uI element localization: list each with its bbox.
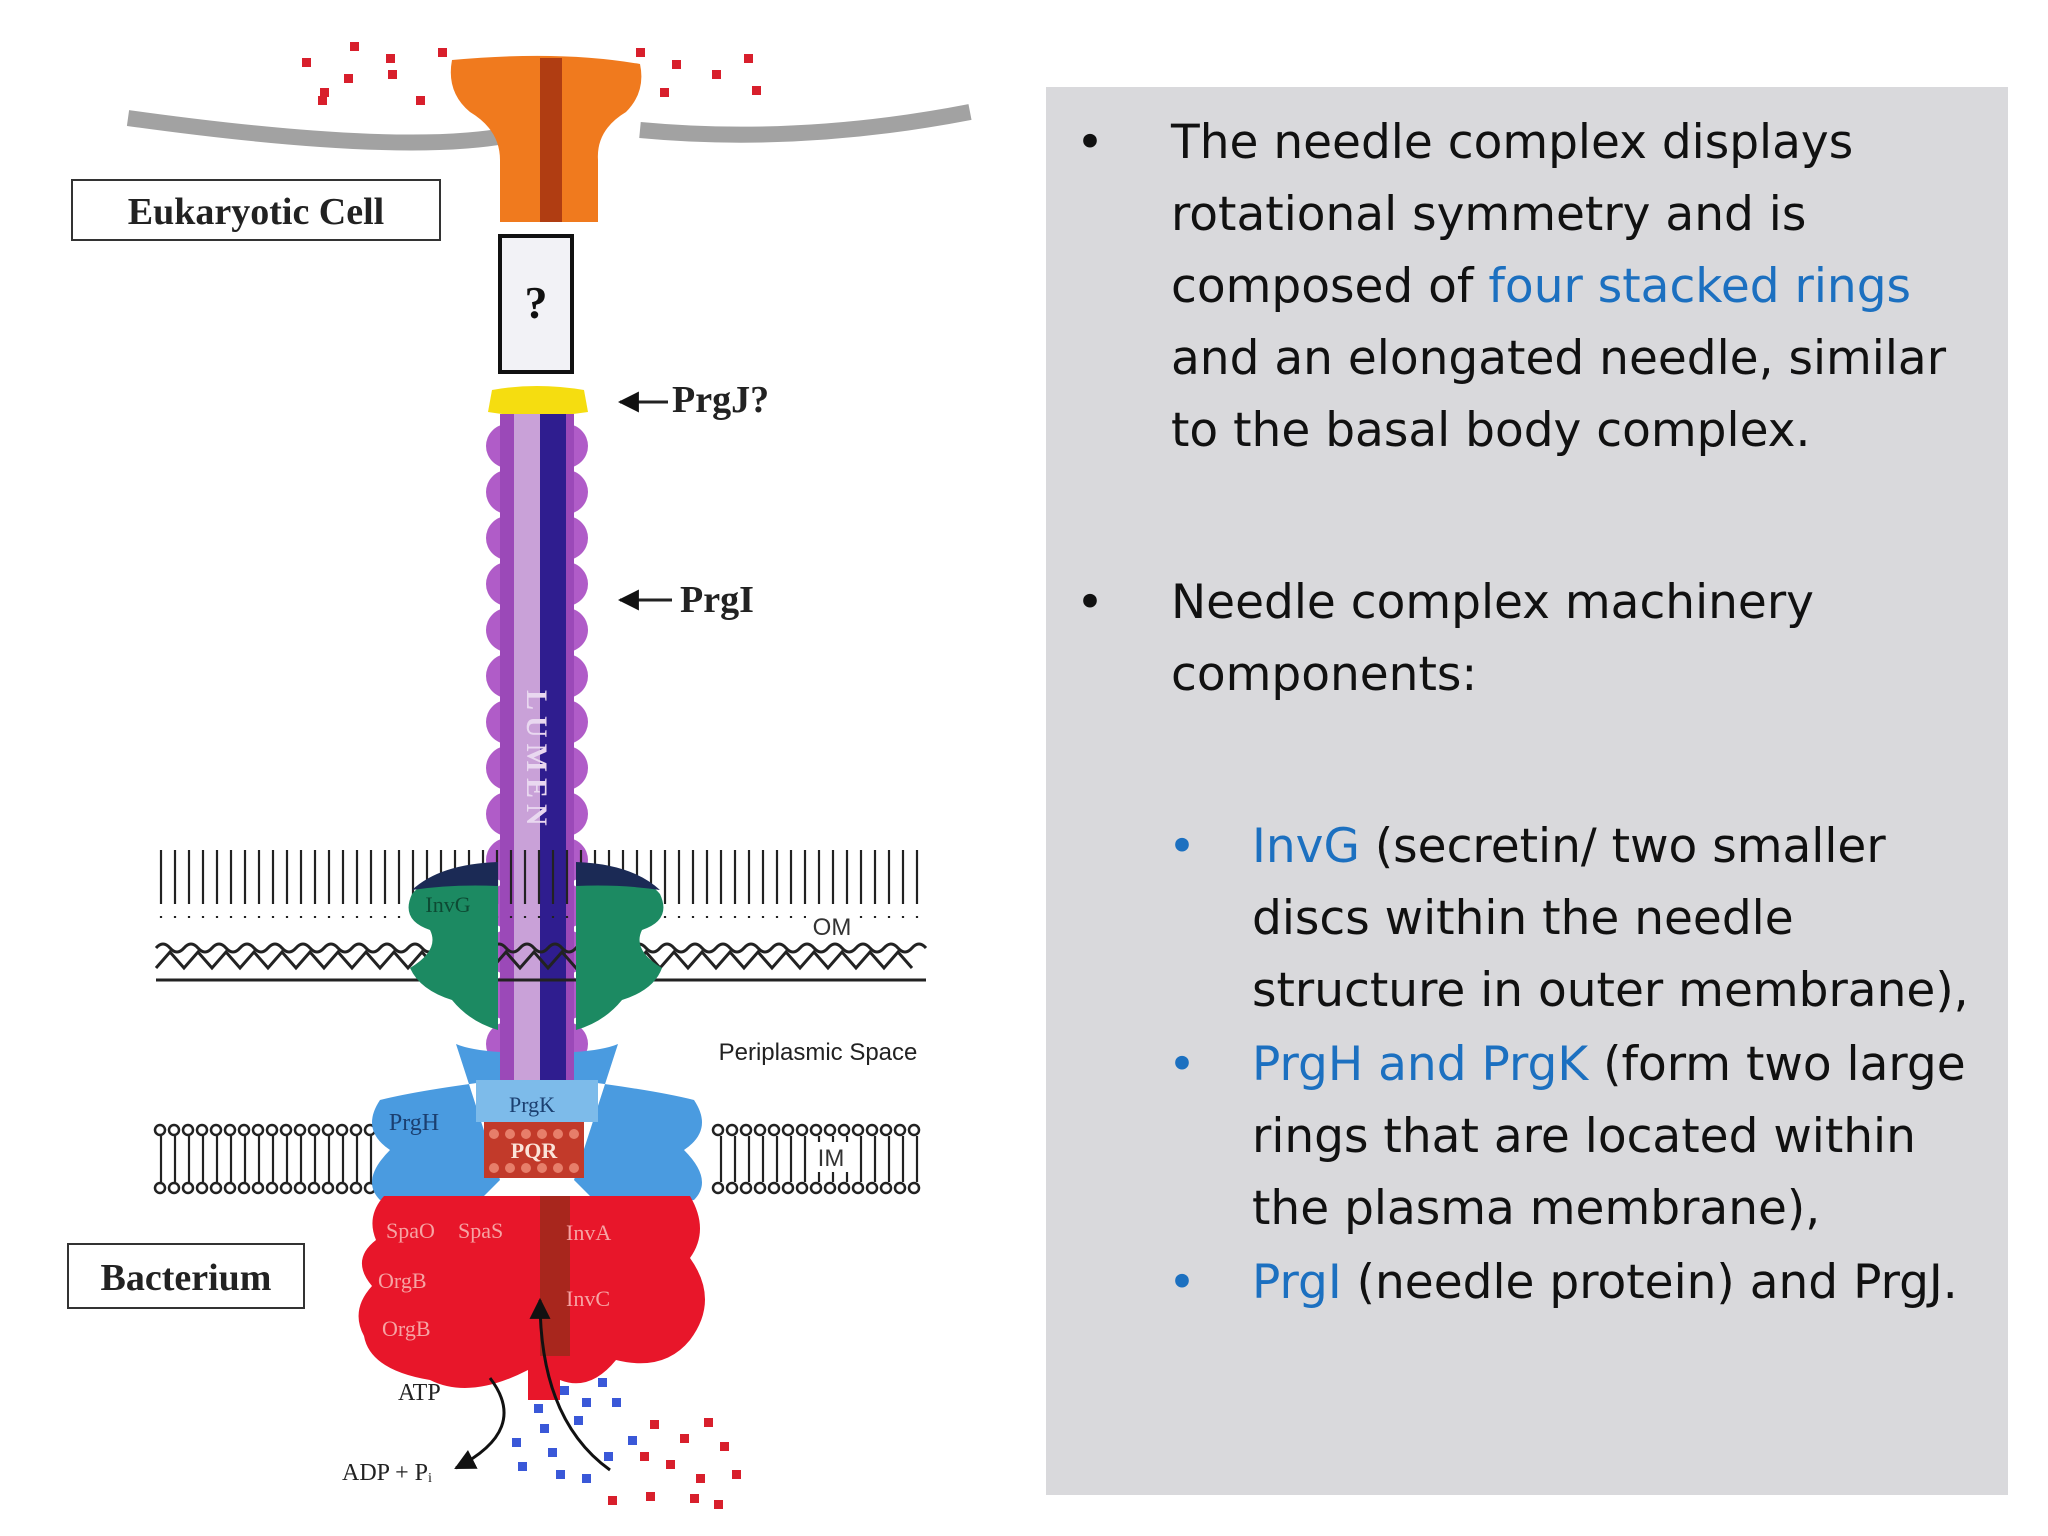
prgh-label: PrgH — [389, 1110, 439, 1136]
bullet1-highlight: four stacked rings — [1488, 259, 1912, 314]
bullet2-text: Needle complex machinery components: — [1171, 575, 1814, 702]
unknown-component-box — [498, 234, 574, 374]
lumen-label: LUMEN — [520, 690, 553, 832]
periplasmic-space-label: Periplasmic Space — [719, 1039, 918, 1066]
spas-label: SpaS — [458, 1218, 503, 1243]
text-panel: • The needle complex displays rotational… — [1046, 87, 2008, 1495]
bullet-marker: • — [1076, 575, 1104, 630]
inner-membrane — [153, 1123, 921, 1195]
invg-secretin — [408, 868, 498, 1030]
orgb-label-1: OrgB — [378, 1268, 427, 1293]
om-label: OM — [813, 914, 852, 941]
prgj-label: PrgJ? — [672, 379, 769, 421]
invg-description: (secretin/ two smaller discs within the … — [1252, 819, 1969, 1018]
pqr-label: PQR — [511, 1138, 559, 1163]
bacterium-label: Bacterium — [101, 1257, 272, 1299]
substrate-entry-arrow — [529, 1297, 611, 1472]
substrate-dots-red — [608, 1418, 741, 1509]
prgh-prgk-description: (form two large rings that are located w… — [1252, 1037, 1966, 1236]
prgi-description: (needle protein) and PrgJ. — [1341, 1255, 1958, 1310]
bullet-marker: • — [1076, 115, 1104, 170]
prgh-prgk-highlight: PrgH and PrgK — [1252, 1037, 1589, 1092]
bullet1-text-start: The needle complex displays rotational s… — [1171, 115, 1854, 314]
atp-label: ATP — [398, 1380, 441, 1406]
im-label: IM — [818, 1145, 845, 1172]
bacterium-box — [67, 1243, 305, 1309]
invg-highlight: InvG — [1252, 819, 1360, 874]
bullet-marker: • — [1168, 1255, 1196, 1310]
invg-label: InvG — [425, 892, 470, 917]
unknown-component-label: ? — [525, 277, 548, 328]
effector-dots-top — [302, 42, 761, 105]
orgb-label-2: OrgB — [382, 1316, 431, 1341]
outer-membrane-lipids-top — [156, 850, 926, 918]
spao-label: SpaO — [386, 1218, 435, 1243]
inva-label: InvA — [566, 1220, 611, 1245]
outer-membrane-lps — [154, 942, 928, 982]
invc-label: InvC — [566, 1286, 610, 1311]
atp-hydrolysis-arrow — [454, 1377, 506, 1470]
pqr-complex — [484, 1122, 584, 1178]
bullet-marker: • — [1168, 819, 1196, 874]
lumen-core — [540, 414, 566, 1134]
prgi-label: PrgI — [680, 579, 754, 621]
prgh-prgk-rings — [372, 1044, 500, 1210]
prgj-ring — [488, 386, 588, 416]
eukaryotic-cell-box — [71, 179, 441, 241]
prgi-highlight: PrgI — [1252, 1255, 1342, 1310]
substrate-dots-blue — [512, 1378, 637, 1483]
eukaryotic-cell-label: Eukaryotic Cell — [128, 191, 384, 233]
bullet1-text-end: and an elongated needle, similar to the … — [1171, 331, 1947, 458]
bullet-marker: • — [1168, 1037, 1196, 1092]
adp-label: ADP + Pᵢ — [342, 1460, 432, 1486]
prgk-label: PrgK — [509, 1092, 555, 1117]
